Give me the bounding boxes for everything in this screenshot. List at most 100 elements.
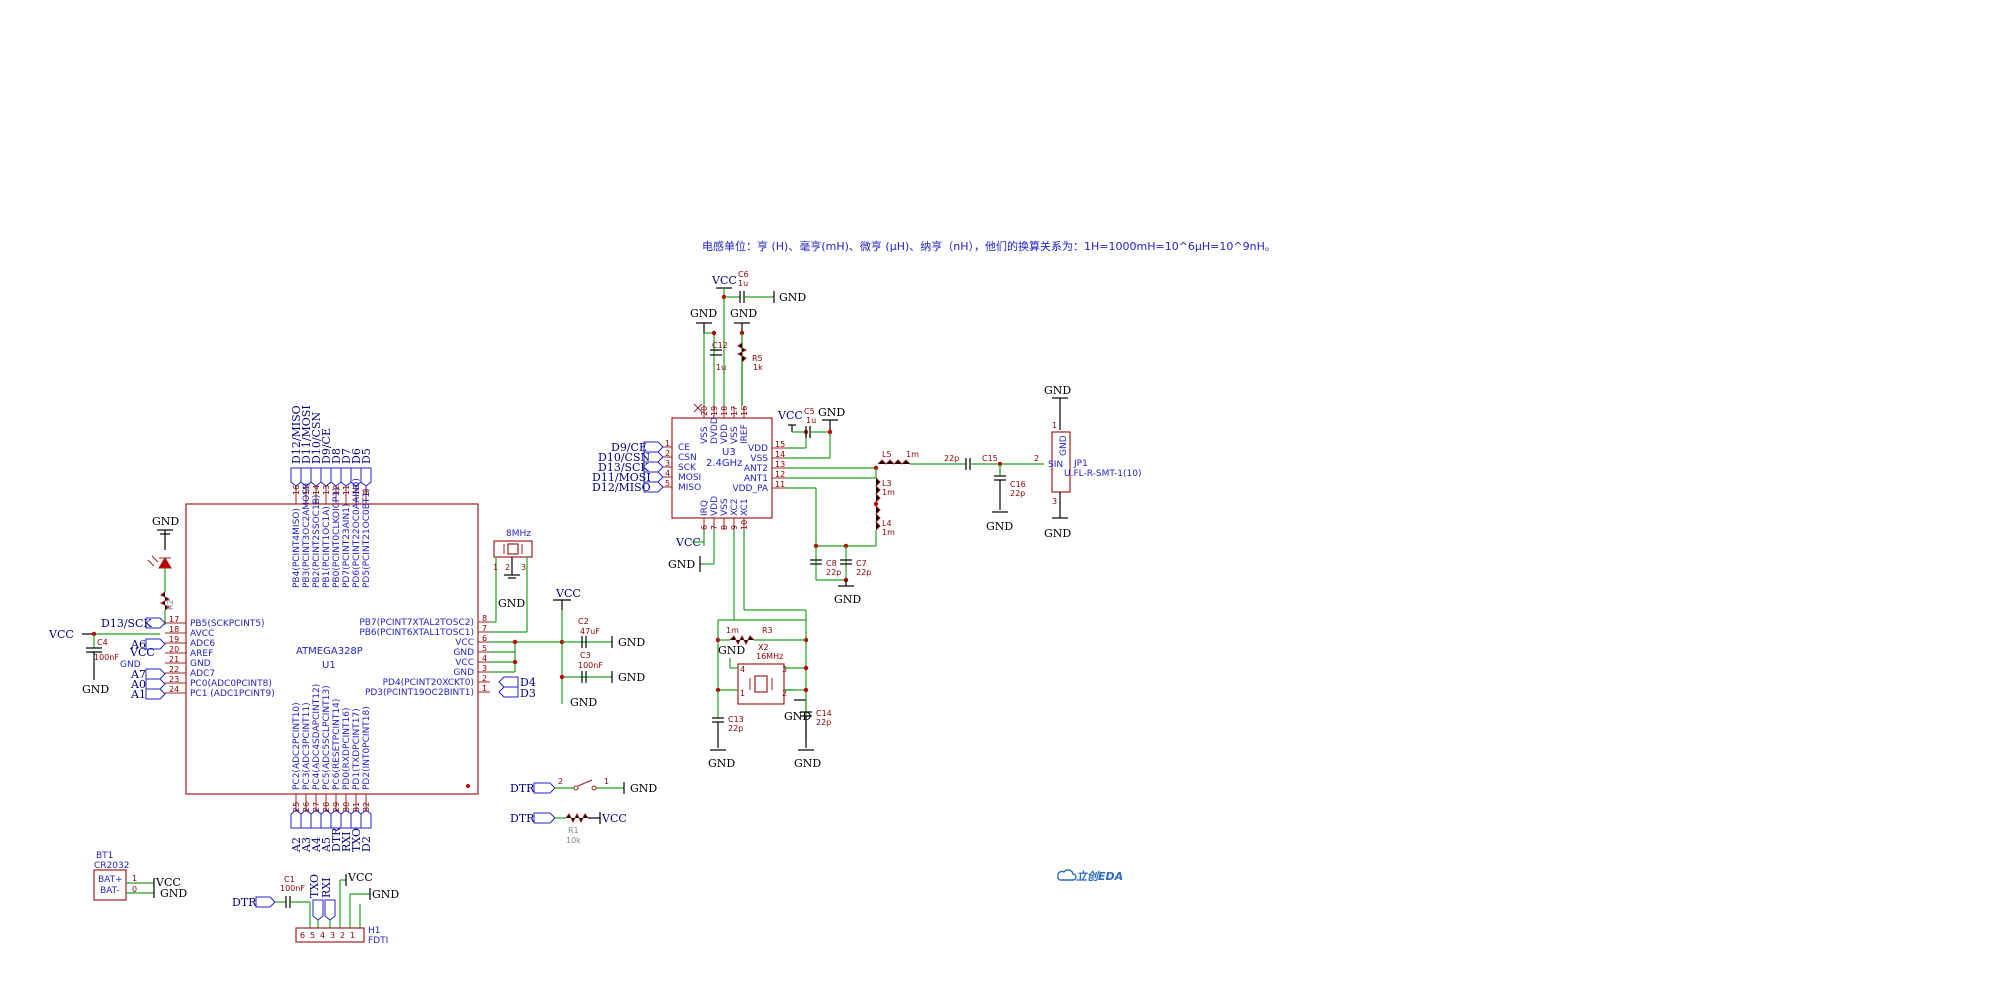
c3-ref: C3 [580, 651, 591, 660]
rf-pin-number: 1 [665, 439, 670, 448]
mcu-vcc-section: VCC C4 100nF GND VCC GND [48, 628, 160, 696]
jp1-num2: 2 [1034, 454, 1039, 463]
net-txo: TXO [308, 874, 321, 898]
rf-pin-number: 4 [665, 469, 670, 478]
c2-ref: C2 [578, 617, 589, 626]
vcc-label: VCC [48, 628, 74, 641]
c12-ref: C12 [712, 341, 728, 350]
mcu-right-wiring: VCC GND C2 47uF C3 100nF GND GND D4 D3 [490, 587, 645, 709]
rf-pin-number: 16 [740, 406, 749, 416]
l5-ref: L5 [882, 450, 892, 459]
rf-pin-number: 19 [710, 406, 719, 416]
mcu-pin-name: GND [453, 668, 474, 678]
gnd-label: GND [498, 597, 525, 610]
mcu-pin-name: PB6(PCINT6XTAL1TOSC1) [359, 628, 474, 638]
bt1-plus: BAT+ [98, 875, 123, 885]
mcu-pin-number: 12 [332, 485, 341, 495]
c8-value: 22p [826, 568, 841, 577]
mcu-net-label: RXI [340, 832, 353, 852]
c13-ref: C13 [728, 715, 744, 724]
svg-text:4: 4 [740, 665, 745, 674]
mcu-pin-number: 27 [312, 802, 321, 812]
rf-pin-name: VDD [710, 496, 720, 516]
mcu-net-label: A2 [290, 837, 303, 853]
net-label-flag [310, 467, 322, 487]
mcu-pin-name: AREF [190, 649, 213, 659]
bt1-num1: 1 [132, 874, 137, 883]
mcu-left-nets: D13/SCK A6 A7 A0 A1 [101, 617, 166, 701]
bt1-value: CR2032 [94, 861, 129, 871]
mcu-net-label: D9/CE [320, 428, 333, 464]
mcu-net-label: A5 [320, 837, 333, 853]
vcc-label: VCC [675, 536, 701, 549]
svg-text:2: 2 [782, 689, 787, 698]
h1-pin-number: 4 [320, 931, 325, 940]
mcu-pin-name: PC5(ADC5SCLPCINT13) [322, 685, 332, 790]
rf-pin-number: 7 [710, 525, 719, 530]
h1-pin-number: 1 [350, 931, 355, 940]
mcu-pin-name: PB0(PCINT0CLKOICP1) [332, 487, 342, 588]
l3-ref: L3 [882, 479, 892, 488]
net-label-flag [330, 467, 342, 487]
r3-value: 1m [726, 626, 739, 635]
rf-pin-number: 11 [775, 480, 785, 489]
net-label-flag [290, 809, 302, 829]
net-a6: A6 [130, 638, 146, 651]
bt1-ref: BT1 [96, 851, 113, 861]
vcc-label: VCC [777, 409, 803, 422]
mcu-pin-number: 14 [312, 485, 321, 495]
net-dtr: DTR [232, 896, 257, 909]
jp1-num3: 3 [1052, 497, 1057, 506]
rf-pin-number: 17 [730, 406, 739, 416]
mcu-pin-name: PD4(PCINT20XCKT0) [383, 678, 474, 688]
r1-value: 10k [566, 836, 581, 845]
c15-value: 22p [944, 454, 959, 463]
c5-ref: C5 [804, 407, 815, 416]
gnd-label: GND [82, 683, 109, 696]
mcu-pin-number: 23 [169, 675, 179, 684]
h1-value: FDTI [368, 936, 388, 946]
c1-value: 100nF [280, 884, 305, 893]
bt1-num0: 0 [132, 885, 137, 894]
rf-pin-name: SCK [678, 463, 697, 473]
net-label-flag [360, 809, 372, 829]
rf-pin-number: 20 [700, 406, 709, 416]
rf-pin-number: 8 [720, 525, 729, 530]
mcu-pin-number: 32 [362, 802, 371, 812]
gnd-label: GND [160, 887, 187, 900]
mcu-pin-name: GND [190, 659, 211, 669]
reset-circuit: DTR 2 1 GND DTR VCC R1 10k [510, 777, 657, 845]
mcu-pin-name: PB4(PCINT4MISO) [292, 508, 302, 588]
vcc-label: VCC [347, 871, 373, 884]
mcu-net-label: D12/MISO [290, 405, 303, 464]
rf-pin-name: DVDD [710, 417, 720, 444]
mcu-pin-name: AVCC [190, 629, 214, 639]
gnd-label: GND [784, 710, 811, 723]
mcu-name: ATMEGA328P [296, 646, 363, 657]
l4-ref: L4 [882, 519, 892, 528]
gnd-label: GND [794, 757, 821, 770]
mcu-pin-number: 15 [302, 485, 311, 495]
cloud-icon [1057, 869, 1077, 881]
svg-text:3: 3 [782, 665, 787, 674]
mcu-pin-number: 31 [352, 802, 361, 812]
c3-value: 100nF [578, 661, 603, 670]
c14-value: 22p [816, 718, 831, 727]
net-label-flag [350, 809, 362, 829]
mcu-ref: U1 [322, 660, 336, 671]
mcu-pin-number: 8 [482, 614, 487, 623]
rf-pin-name: VSS [750, 454, 768, 464]
gnd-label: GND [372, 888, 399, 901]
c4-value: 100nF [94, 653, 119, 662]
mcu-pin-name: PD1(TXDPCINT17) [352, 708, 362, 790]
net-label-flag [300, 467, 312, 487]
net-label-flag [330, 809, 342, 829]
net-dtr: DTR [510, 812, 535, 825]
mcu-pin-number: 18 [169, 625, 179, 634]
mcu-pin-name: ADC6 [190, 639, 215, 649]
c6-value: 1u [738, 279, 748, 288]
mcu-net-label: A4 [310, 837, 323, 853]
